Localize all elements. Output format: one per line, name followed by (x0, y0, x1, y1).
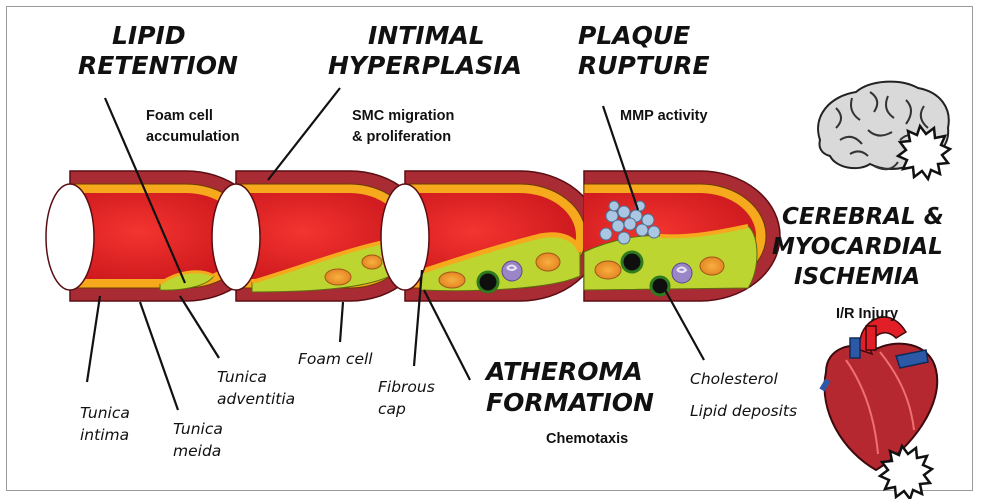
title-atheroma-line1: ATHEROMA (484, 357, 643, 386)
label-foam-cell: Foam cell (298, 350, 373, 368)
title-ischemia-line3: ISCHEMIA (794, 264, 920, 290)
sub-intimal-line1: SMC migration (352, 108, 454, 124)
title-plaque-line2: RUPTURE (578, 51, 710, 80)
label-tunica-intima-2: intima (80, 426, 129, 444)
title-lipid-line1: LIPID (112, 21, 186, 50)
label-fibrous-cap-1: Fibrous (378, 378, 435, 396)
foam-cell-icon (325, 269, 351, 285)
label-cholesterol-2: Lipid deposits (690, 402, 797, 420)
sub-plaque-line1: MMP activity (620, 108, 708, 124)
title-plaque-line1: PLAQUE (578, 21, 690, 50)
heart-icon (822, 317, 937, 470)
sub-lipid-line2: accumulation (146, 129, 239, 145)
label-tunica-meida-1: Tunica (173, 420, 223, 438)
vessel-segment-4 (584, 171, 780, 301)
title-atheroma-line2: FORMATION (486, 388, 654, 417)
sub-atheroma: Chemotaxis (546, 431, 628, 447)
label-tunica-meida-2: meida (173, 442, 221, 460)
sub-intimal-line2: & proliferation (352, 129, 451, 145)
label-fibrous-cap-2: cap (378, 400, 406, 418)
sub-lipid-line1: Foam cell (146, 108, 213, 124)
label-tunica-intima-1: Tunica (80, 404, 130, 422)
vessel-segment-3 (381, 171, 600, 301)
label-tunica-adventitia-2: adventitia (217, 390, 295, 408)
cholesterol-icon (478, 272, 498, 292)
title-ischemia-line2: MYOCARDIAL (772, 234, 943, 260)
label-tunica-adventitia-1: Tunica (217, 368, 267, 386)
title-lipid-line2: RETENTION (78, 51, 238, 80)
label-cholesterol-1: Cholesterol (690, 370, 779, 388)
title-ischemia-line1: CEREBRAL & (782, 204, 944, 230)
sub-ischemia: I/R Injury (836, 306, 898, 322)
title-intimal-line1: INTIMAL (368, 21, 485, 50)
title-intimal-line2: HYPERPLASIA (328, 51, 522, 80)
